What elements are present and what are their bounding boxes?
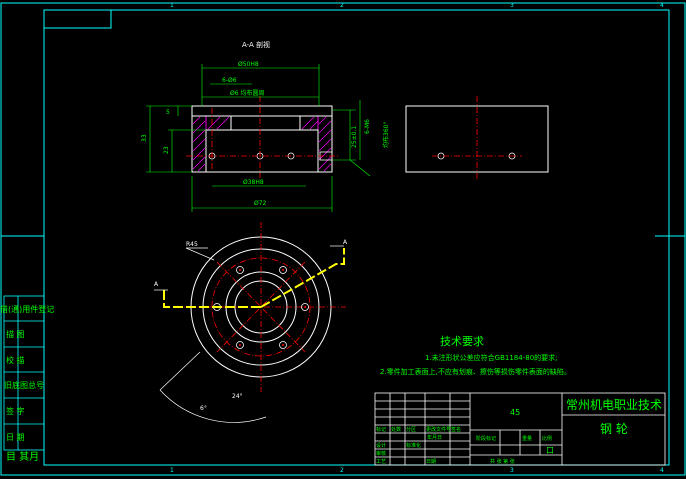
tech-line-1: 1.未注形状公差应符合GB1184-80的要求; <box>425 353 558 362</box>
plan-view <box>154 222 346 423</box>
tech-heading: 技术要求 <box>440 335 484 348</box>
frame-tick: 4 <box>660 2 664 9</box>
tb-part-name: 钢 轮 <box>600 422 628 436</box>
frame-ticks: 1 2 3 4 1 2 3 4 <box>170 2 664 474</box>
sidebar-item: 旧底图总号 <box>4 380 44 390</box>
frame-tick: 2 <box>340 2 344 9</box>
sidebar-item: 日 期 <box>6 433 25 442</box>
tb-sheet-label: 共 张 第 张 <box>490 458 515 465</box>
section-title: A-A 剖视 <box>242 40 270 49</box>
section-view <box>186 96 338 178</box>
frame-tick: 1 <box>170 2 174 9</box>
tb-box: 口 <box>546 446 554 455</box>
frame-tick: 4 <box>660 467 664 474</box>
dim-holes: 6-Ø6 <box>222 77 237 84</box>
tb-stage-label: 重量 <box>522 435 532 442</box>
tb-label: 年月日 <box>427 434 442 441</box>
tb-label: 标准化 <box>406 442 421 449</box>
dim-d360: 均布360° <box>382 122 390 148</box>
dim-ang6: 6° <box>200 405 207 412</box>
dim-ang24: 24° <box>232 393 243 400</box>
tb-label: 标记 <box>376 426 386 433</box>
tb-label: 日期 <box>426 459 436 465</box>
tb-company: 常州机电职业技术 <box>566 398 662 412</box>
dim-d72: Ø72 <box>254 200 267 207</box>
dim-d38: Ø38H8 <box>243 179 264 186</box>
frame-tick: 2 <box>340 467 344 474</box>
dim-r45: R45 <box>186 241 198 248</box>
sidebar-item: 签 字 <box>6 406 25 416</box>
tb-label: 分区 <box>406 426 416 433</box>
frame-tick: 3 <box>510 2 514 9</box>
dim-d5: 5 <box>166 109 170 116</box>
section-dimensions <box>146 64 371 212</box>
frame-tick: 1 <box>170 467 174 474</box>
dim-d25: 25±0.1 <box>351 126 358 148</box>
sidebar-item: 描 图 <box>6 329 25 339</box>
cut-label-a2: A <box>154 281 159 288</box>
tb-stage-label: 阶段标记 <box>476 435 496 442</box>
dim-d6m: 6-M6 <box>364 119 371 134</box>
dim-d50: Ø50H8 <box>238 61 259 68</box>
dim-d23: 23 <box>163 146 170 154</box>
tb-stage-label: 比例 <box>542 435 552 442</box>
frame-tick: 3 <box>510 467 514 474</box>
tb-label: 更改文件号 <box>426 426 451 433</box>
dim-d33: 33 <box>141 134 148 142</box>
cut-label-a1: A <box>343 239 348 246</box>
section-dim-labels: Ø50H8 6-Ø6 Ø6 均布圆周 Ø38H8 Ø72 5 33 23 25±… <box>141 61 390 207</box>
sidebar-item: 校 描 <box>6 355 25 365</box>
tb-label: 处数 <box>391 426 401 433</box>
left-margin-table: 借(通)用件登记 描 图 校 描 旧底图总号 签 字 日 期 目 其月 <box>0 295 54 463</box>
tech-line-2: 2.零件加工表面上,不应有划痕、擦伤等损伤零件表面的缺陷。 <box>380 367 571 376</box>
sidebar-item: 借(通)用件登记 <box>0 304 54 314</box>
tech-requirements: 技术要求 1.未注形状公差应符合GB1184-80的要求; 2.零件加工表面上,… <box>380 335 571 376</box>
tb-label: 工艺 <box>376 459 386 465</box>
title-block: 标记 处数 分区 更改文件号 签名 年月日 设计 标准化 审核 工艺 日期 阶段… <box>374 392 666 466</box>
tb-label: 审核 <box>376 450 386 457</box>
plan-dim-labels: R45 24° 6° A A <box>154 239 348 412</box>
tb-label: 签名 <box>451 426 461 433</box>
side-view <box>405 96 549 180</box>
sidebar-bottom: 目 其月 <box>6 451 39 463</box>
tb-label: 设计 <box>376 442 386 449</box>
tb-material: 45 <box>510 408 520 417</box>
dim-d6: Ø6 均布圆周 <box>230 89 264 97</box>
